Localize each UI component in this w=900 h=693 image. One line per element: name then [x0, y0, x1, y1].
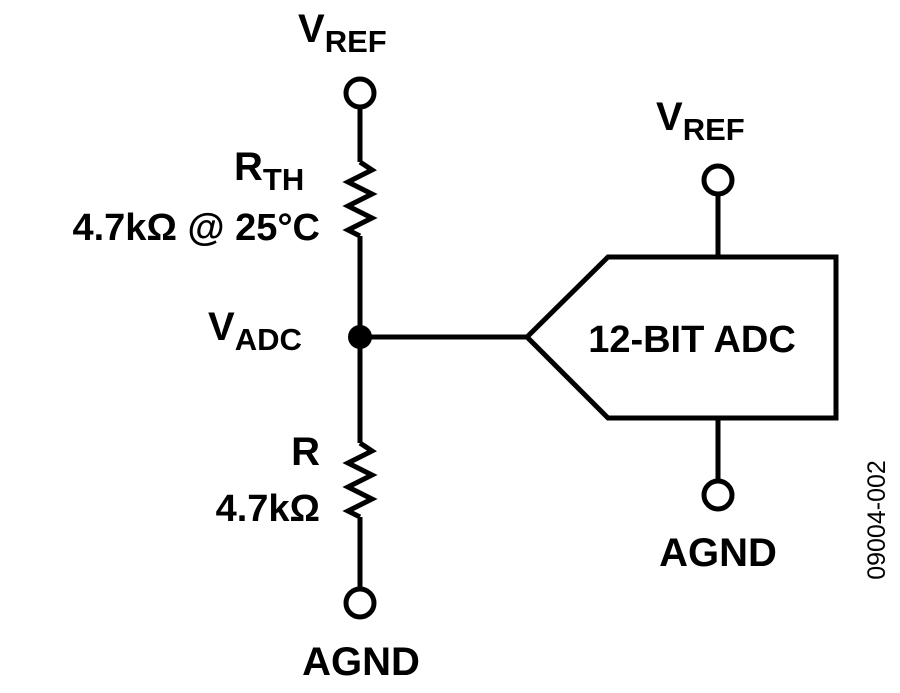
vadc-label: VADC: [208, 305, 302, 357]
thermistor-symbol: [342, 159, 378, 239]
resistor-label: R: [291, 430, 320, 474]
agnd-label-adc: AGND: [659, 531, 777, 575]
agnd-terminal-left: [343, 586, 377, 620]
figure-id: 09004-002: [863, 460, 891, 580]
vref-terminal-left: [343, 76, 377, 110]
adc-block: [523, 254, 839, 421]
vref-label-adc: VREF: [656, 95, 745, 147]
thermistor-label: RTH: [234, 145, 304, 197]
vref-terminal-adc: [701, 163, 735, 197]
thermistor-value: 4.7kΩ @ 25°C: [72, 207, 320, 249]
agnd-label-left: AGND: [302, 640, 420, 684]
agnd-terminal-adc: [701, 478, 735, 512]
resistor-value: 4.7kΩ: [216, 488, 320, 530]
adc-label: 12-BIT ADC: [588, 319, 796, 361]
resistor-symbol: [342, 440, 378, 520]
junction-node-dot: [348, 325, 372, 349]
vref-label-left: VREF: [298, 7, 387, 59]
